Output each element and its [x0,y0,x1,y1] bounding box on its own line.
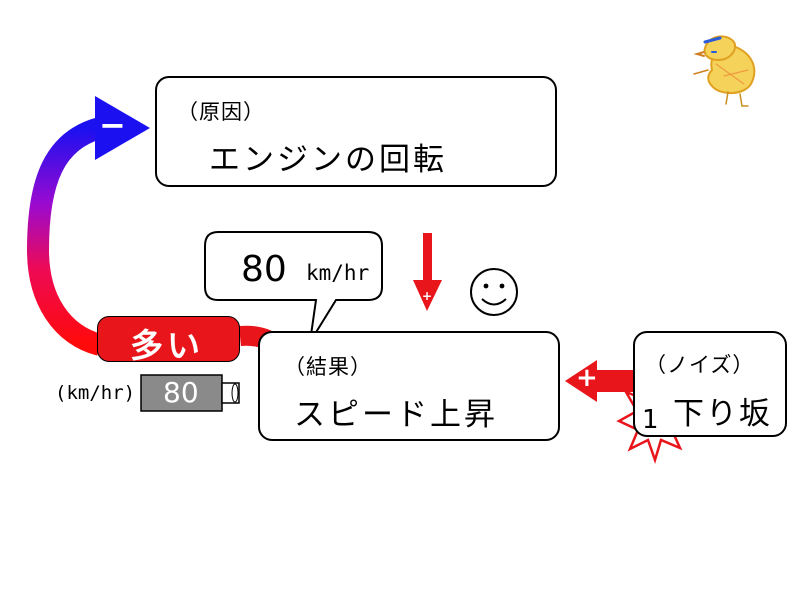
feedback-arrowhead [95,96,150,160]
result-tag: （結果） [284,355,372,379]
result-box: （結果） スピード上昇 [258,331,560,441]
noise-box: （ノイズ） 下り坂 [633,331,787,437]
chick-icon [693,35,756,107]
cause-box: （原因） エンジンの回転 [155,76,557,187]
cause-title: エンジンの回転 [209,142,447,178]
gauge-value: 80 [163,376,199,409]
smiley-icon [470,268,518,316]
noise-title: 下り坂 [673,396,772,432]
noise-tag: （ノイズ） [645,353,755,377]
noise-badge-number: 1 [642,405,659,435]
speed-gauge [140,374,240,412]
noise-to-result-shaft [595,370,639,392]
gauge-unit: (km/hr) [55,382,136,404]
noise-arrow-sign: + [576,363,598,393]
speech-unit: km/hr [306,261,370,285]
engine-to-result-shaft [423,233,432,281]
noise-to-result-head [565,360,597,402]
feedback-arrow [26,117,104,356]
result-title: スピード上昇 [294,397,498,433]
feedback-sign: − [99,106,126,144]
engine-arrow-sign: + [422,289,433,303]
speech-bubble [204,231,383,343]
speech-value: 80 [241,249,287,290]
feedback-label: 多い [97,316,240,365]
engine-to-result-head [413,280,442,311]
feedback-label-text: 多い [130,326,204,365]
cause-tag: （原因） [177,100,265,124]
